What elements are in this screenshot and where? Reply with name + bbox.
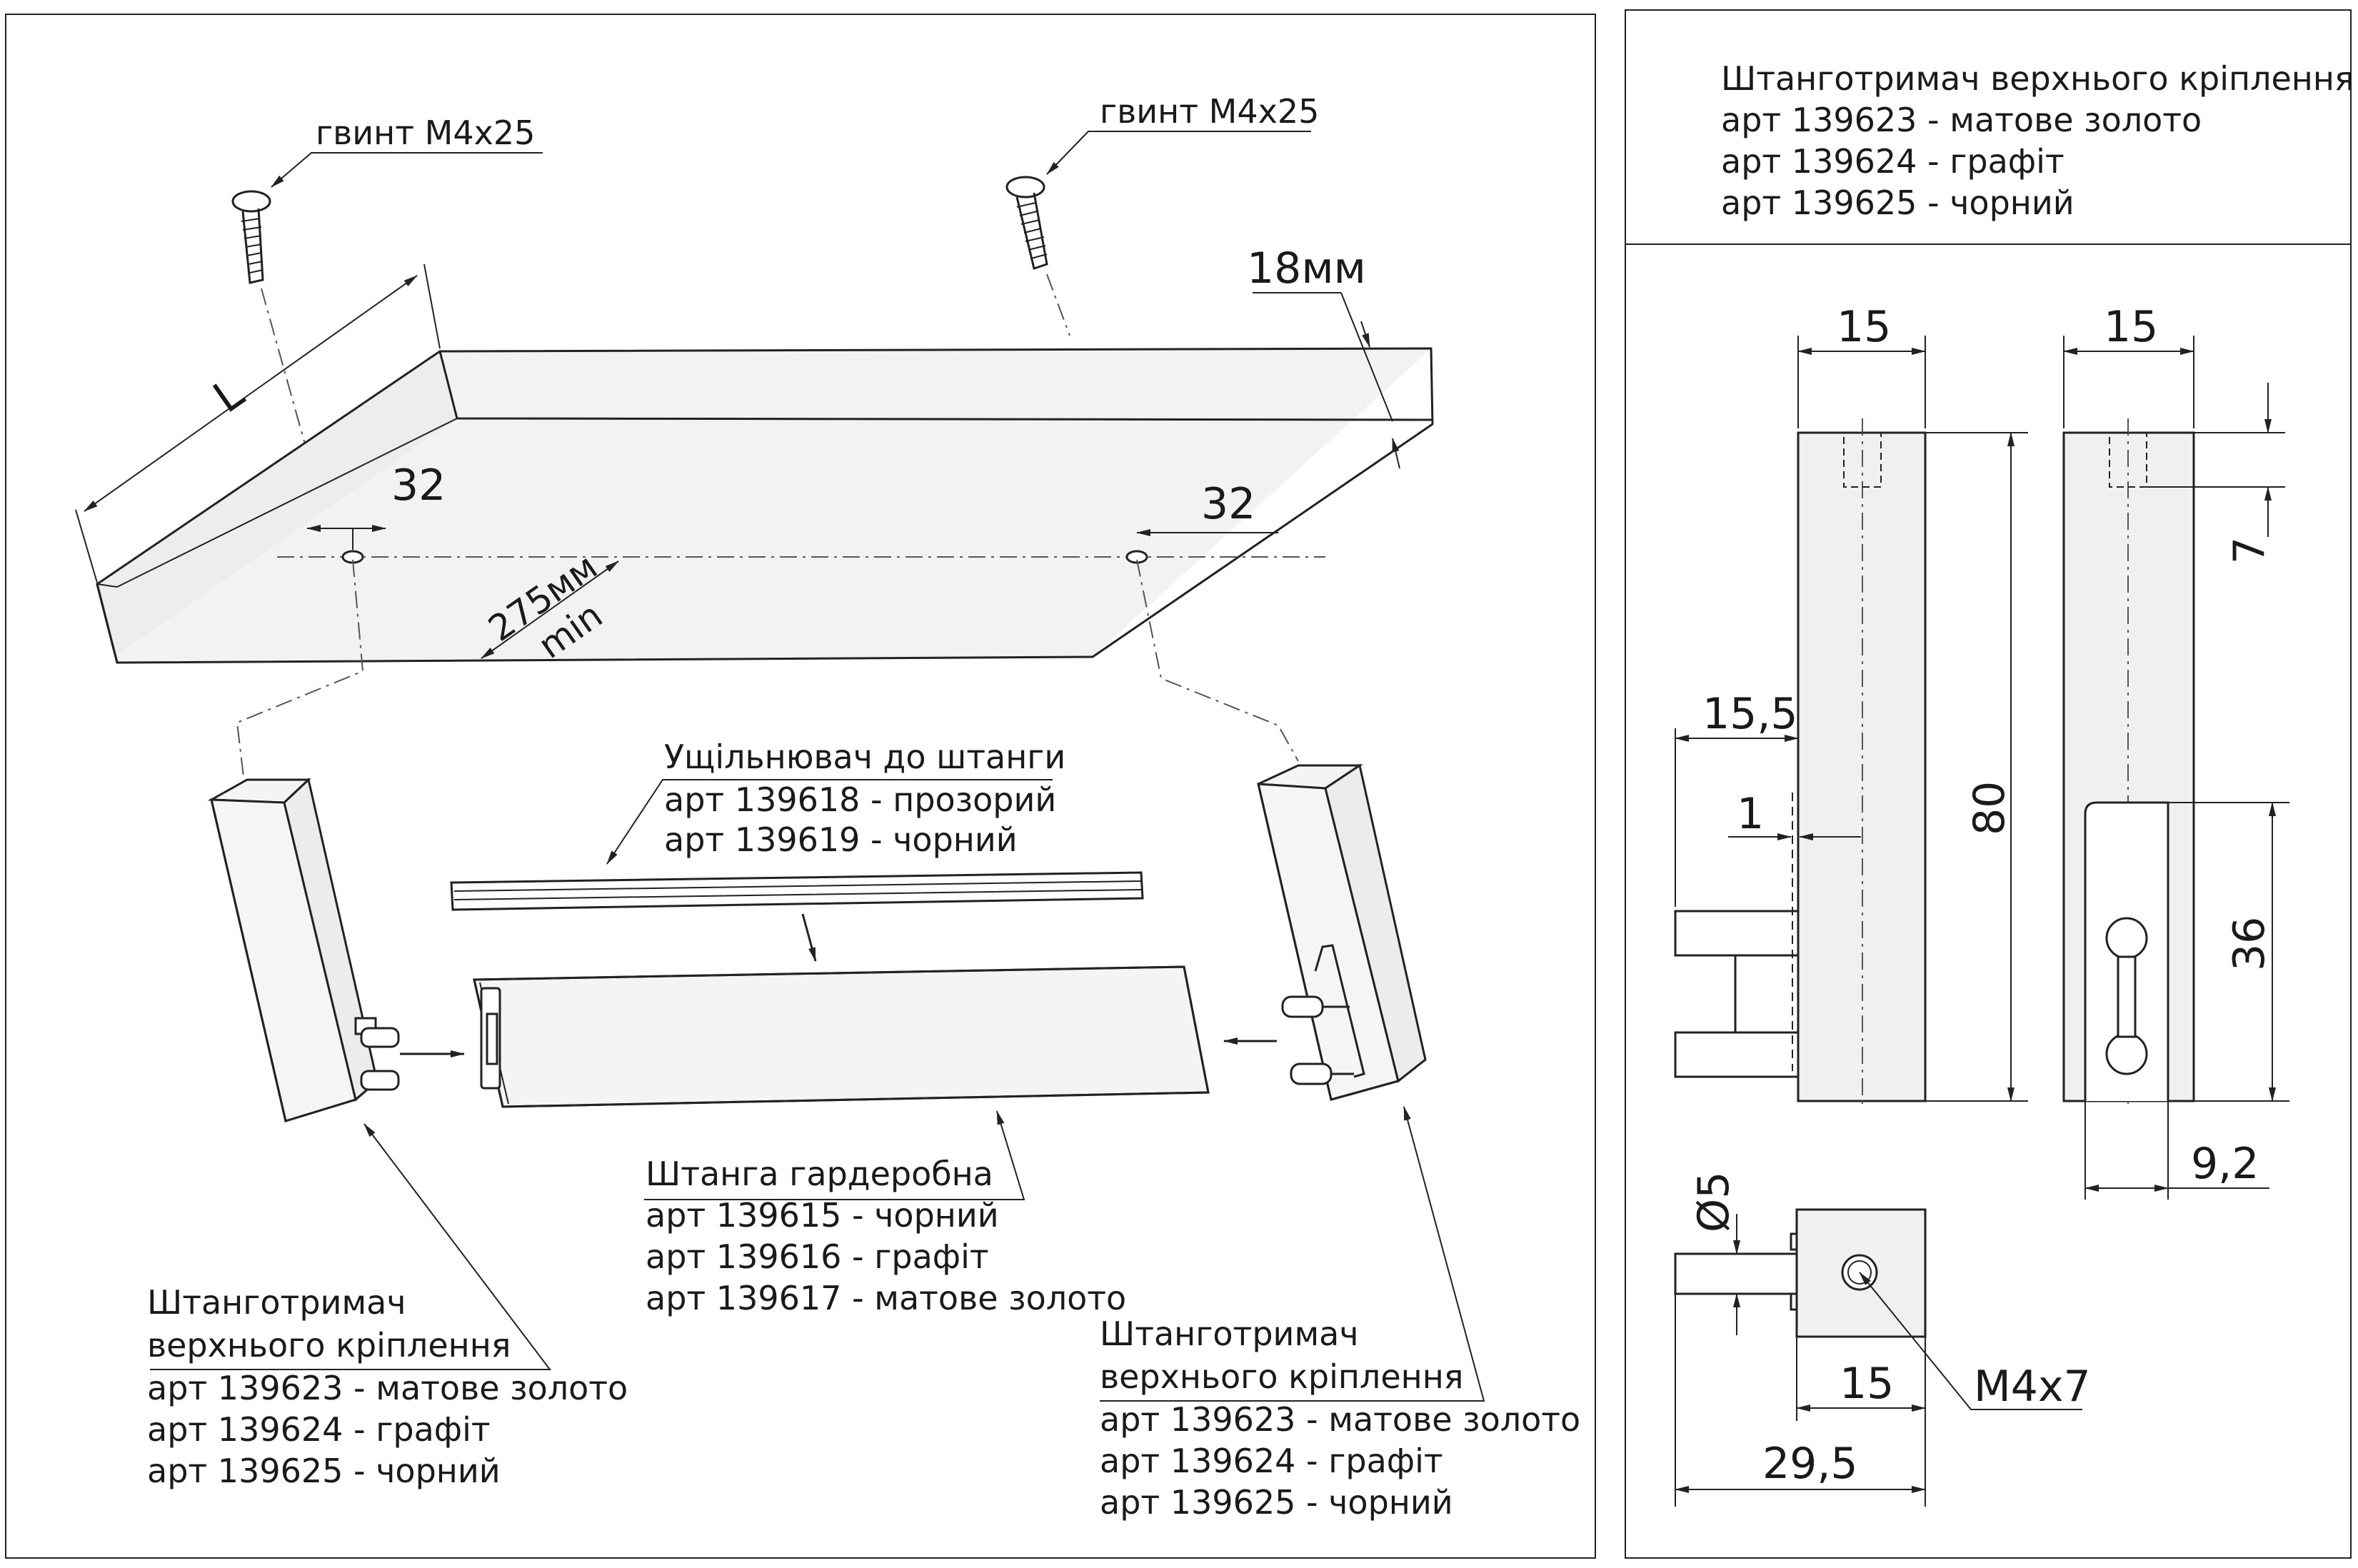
front-view <box>1674 418 1927 1107</box>
holder-left-line-2: арт 139624 - графіт <box>147 1410 491 1449</box>
dim-front-15-label: 15 <box>1837 302 1891 352</box>
screw-left-leader <box>271 152 543 188</box>
dim-L-line <box>84 275 418 512</box>
seal-leader <box>606 779 1053 865</box>
dim-18-line <box>1340 292 1393 422</box>
holder-right-title-1: Штанготримач <box>1100 1315 1359 1353</box>
dim-d5-label: Ø5 <box>1689 1172 1739 1232</box>
dim-18-arrow-2 <box>1392 438 1400 469</box>
screw-right-leader <box>1046 131 1311 175</box>
rod-leader <box>644 1110 1025 1200</box>
header-line-2: арт 139624 - графіт <box>1721 142 2064 181</box>
rod-line-1: арт 139615 - чорний <box>646 1196 999 1235</box>
thread-leader <box>1859 1272 2082 1410</box>
holder-right-line-3: арт 139625 - чорний <box>1100 1483 1453 1522</box>
dim-32-left-label: 32 <box>391 461 446 511</box>
holder-left-line-1: арт 139623 - матове золото <box>147 1369 628 1407</box>
seal-down-arrow <box>801 913 817 962</box>
dim-32-right-label: 32 <box>1201 479 1255 529</box>
dim-1-label: 1 <box>1737 789 1764 839</box>
header-line-1: арт 139623 - матове золото <box>1721 101 2202 139</box>
top-view <box>1674 1208 1927 1338</box>
dim-18-label: 18мм <box>1247 243 1366 293</box>
screw-right-icon <box>1005 176 1048 270</box>
right-frame <box>1625 9 2352 1559</box>
screw-left-icon <box>231 190 271 284</box>
dim-295-label: 29,5 <box>1762 1439 1858 1489</box>
rod-line-2: арт 139616 - графіт <box>646 1237 989 1276</box>
holder-left-part <box>207 778 400 1122</box>
hole-left-to-holder <box>236 559 364 783</box>
dim-155-label: 15,5 <box>1702 689 1798 739</box>
rod-line-3: арт 139617 - матове золото <box>646 1279 1126 1317</box>
hole-right-to-holder <box>1136 559 1299 762</box>
dim-36-label: 36 <box>2224 917 2274 971</box>
screw-left-label: гвинт M4x25 <box>316 114 535 152</box>
dim-top-15-label: 15 <box>1840 1359 1894 1409</box>
screw-right-axis <box>1046 273 1070 336</box>
header-line-3: арт 139625 - чорний <box>1721 184 2074 222</box>
seal-part <box>450 871 1144 911</box>
dim-L-ext-1 <box>75 509 98 583</box>
holder-right-line-2: арт 139624 - графіт <box>1100 1442 1443 1480</box>
dim-L-ext-2 <box>423 263 441 349</box>
seal-line-2: арт 139619 - чорний <box>664 820 1018 859</box>
seal-line-1: арт 139618 - прозорий <box>664 780 1056 819</box>
holder-left-title-2: верхнього кріплення <box>147 1326 511 1365</box>
header-title: Штанготримач верхнього кріплення <box>1721 59 2354 98</box>
side-view <box>2062 418 2195 1107</box>
holder-right-leader <box>1100 1106 1485 1402</box>
dim-18-arrow-1 <box>1360 321 1370 348</box>
holder-left-title-1: Штанготримач <box>147 1283 406 1322</box>
holder-left-leader <box>150 1123 552 1370</box>
dim-92-label: 9,2 <box>2191 1139 2259 1189</box>
dim-L-label: L <box>204 368 253 423</box>
dim-7-label: 7 <box>2224 537 2274 564</box>
dim-80-label: 80 <box>1965 781 2015 835</box>
rod-title: Штанга гардеробна <box>646 1155 993 1193</box>
thread-label: M4x7 <box>1974 1362 2091 1412</box>
dim-275-line <box>481 561 619 659</box>
screw-right-label: гвинт M4x25 <box>1100 92 1319 131</box>
holder-left-line-3: арт 139625 - чорний <box>147 1452 501 1490</box>
holder-right-line-1: арт 139623 - матове золото <box>1100 1400 1580 1439</box>
left-frame <box>5 14 1596 1559</box>
holder-right-title-2: верхнього кріплення <box>1100 1357 1463 1396</box>
rod-part <box>473 965 1210 1108</box>
holder-right-part <box>1257 763 1427 1101</box>
dim-side-15-label: 15 <box>2104 302 2158 352</box>
seal-title: Ущільнювач до штанги <box>664 738 1065 776</box>
